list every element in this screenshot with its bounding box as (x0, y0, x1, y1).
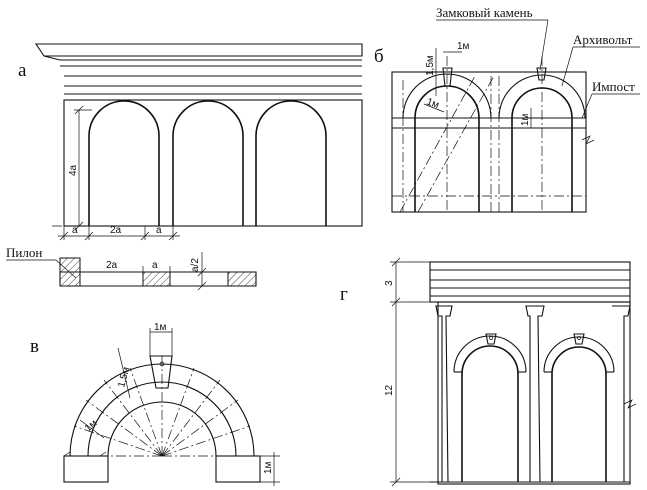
panel-a-dim-height: 4a (68, 105, 92, 231)
panel-g-archivolt-1 (453, 335, 527, 373)
panel-v-keystone (149, 355, 173, 389)
panel-a-letter: а (18, 60, 27, 81)
panel-b-keystone-2 (536, 67, 547, 81)
panel-g: г (340, 257, 637, 487)
pylon-label: Пилон (6, 245, 42, 260)
dim-2a: 2a (110, 225, 122, 236)
dim-a-left: a (72, 225, 78, 236)
g-dim-3: 3 (384, 280, 395, 286)
panel-a-arch-2 (172, 100, 244, 226)
plan-dim-a: a (152, 260, 158, 271)
panel-a-wall (63, 99, 363, 227)
g-dim-12: 12 (384, 384, 395, 396)
panel-a-arch-3 (255, 100, 327, 226)
dim-4a: 4a (68, 164, 79, 176)
panel-a-plan: Пилон 2a a a/2 (6, 245, 257, 291)
panel-v-radials (70, 356, 254, 457)
dim-1-5m: 1,5м (425, 55, 436, 76)
plan-pier-1 (59, 257, 81, 287)
panel-b-keystone-1 (442, 67, 453, 87)
archivolt-label: Архивольт (573, 32, 633, 47)
dim-1m-archivolt: 1м (425, 96, 441, 111)
v-dim-1-5m: 1,5м (116, 366, 132, 389)
panel-b-letter: б (374, 46, 384, 67)
panel-a-dim-chain: a 2a a (58, 225, 180, 241)
plan-dim-2a: 2a (106, 260, 118, 271)
keystone-label: Замковый камень (436, 5, 533, 20)
panel-g-columns (435, 305, 631, 483)
impost-label: Импост (592, 79, 635, 94)
panel-v: в 1м 1,5м (30, 322, 280, 486)
panel-g-keystone-1 (485, 333, 497, 345)
dim-a-pier: a (156, 225, 162, 236)
panel-g-keystone-2 (573, 333, 585, 345)
panel-v-support-right (215, 455, 261, 483)
v-dim-1m-support: 1м (263, 461, 274, 474)
panel-g-archivolt-2 (543, 336, 615, 373)
v-dim-1m-key: 1м (154, 322, 167, 333)
panel-a-cornice (34, 43, 363, 101)
plan-dim-a-half: a/2 (190, 258, 201, 272)
plan-pier-3 (227, 271, 257, 287)
dim-1m-impost: 1м (520, 113, 531, 126)
dim-1m-key: 1м (457, 41, 470, 52)
panel-b: б Замковый камень Архивольт Импост (374, 5, 640, 213)
panel-v-letter: в (30, 336, 39, 357)
panel-a: а 4a (6, 43, 363, 291)
panel-a-arch-1 (88, 100, 160, 226)
panel-g-arch-1 (461, 345, 519, 482)
plan-pier-2 (142, 271, 171, 287)
panel-g-arch-2 (551, 346, 607, 482)
panel-v-support-left (63, 455, 109, 483)
panel-g-letter: г (340, 284, 348, 305)
